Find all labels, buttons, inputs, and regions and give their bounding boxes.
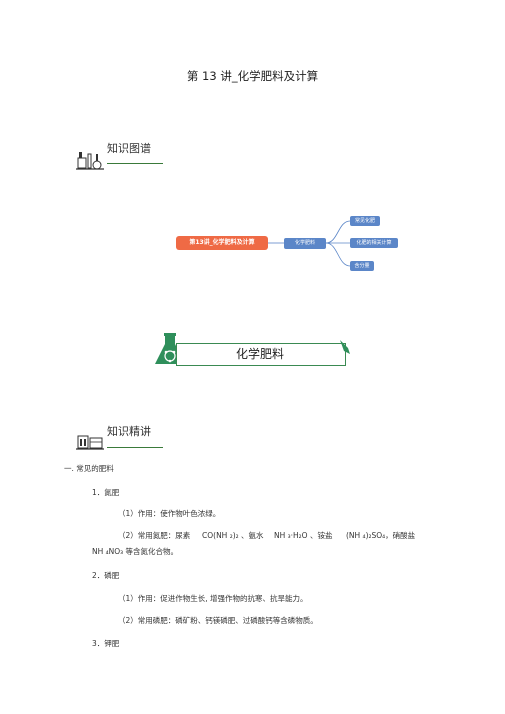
mindmap-root-node: 第13讲_化学肥料及计算: [176, 236, 268, 250]
heading-common-fertilizers: 一. 常见的肥料: [64, 464, 114, 473]
item-phosphorus: 2．磷肥: [92, 571, 120, 580]
item-potassium: 3．钾肥: [92, 639, 120, 648]
section-underline: [107, 163, 163, 164]
nitrogen-common-a: （2）常用氮肥：尿素: [118, 531, 191, 540]
section-underline-2: [107, 447, 163, 448]
page-title: 第 13 讲_化学肥料及计算: [186, 69, 319, 83]
section-label-knowledge-map: 知识图谱: [107, 142, 151, 155]
section-label-knowledge-detail: 知识精讲: [107, 425, 151, 438]
pencil-icon: [340, 340, 350, 354]
nitrogen-common-c: NH ₃·H₂O 、铵盐: [274, 531, 333, 540]
nitrogen-common-b: CO(NH ₂)₂ 、氨水: [202, 531, 264, 540]
lab-equipment-icon: [76, 152, 104, 170]
mindmap-leaf-common: 常见化肥: [350, 216, 380, 226]
phosphorus-effect: （1）作用：促进作物生长, 增强作物的抗寒、抗旱能力。: [118, 594, 308, 603]
mindmap-leaf-content: 含分量: [350, 261, 374, 271]
mindmap-node-fertilizer: 化学肥料: [284, 238, 326, 249]
nitrogen-common-d: (NH ₄)₂SO₄，硝酸盐: [346, 531, 416, 540]
lab-bench-icon: [76, 435, 104, 450]
mindmap-leaf-calc: 化肥的相关计算: [350, 238, 398, 248]
nitrogen-effect: （1）作用：使作物叶色浓绿。: [118, 509, 221, 518]
item-nitrogen: 1．氮肥: [92, 488, 120, 497]
phosphorus-common: （2）常用磷肥：磷矿粉、钙镁磷肥、过磷酸钙等含磷物质。: [118, 616, 318, 625]
nitrogen-common-e: NH ₄NO₃ 等含氮化合物。: [92, 547, 179, 556]
banner-title: 化学肥料: [235, 347, 284, 361]
banner-frame: [176, 343, 346, 366]
